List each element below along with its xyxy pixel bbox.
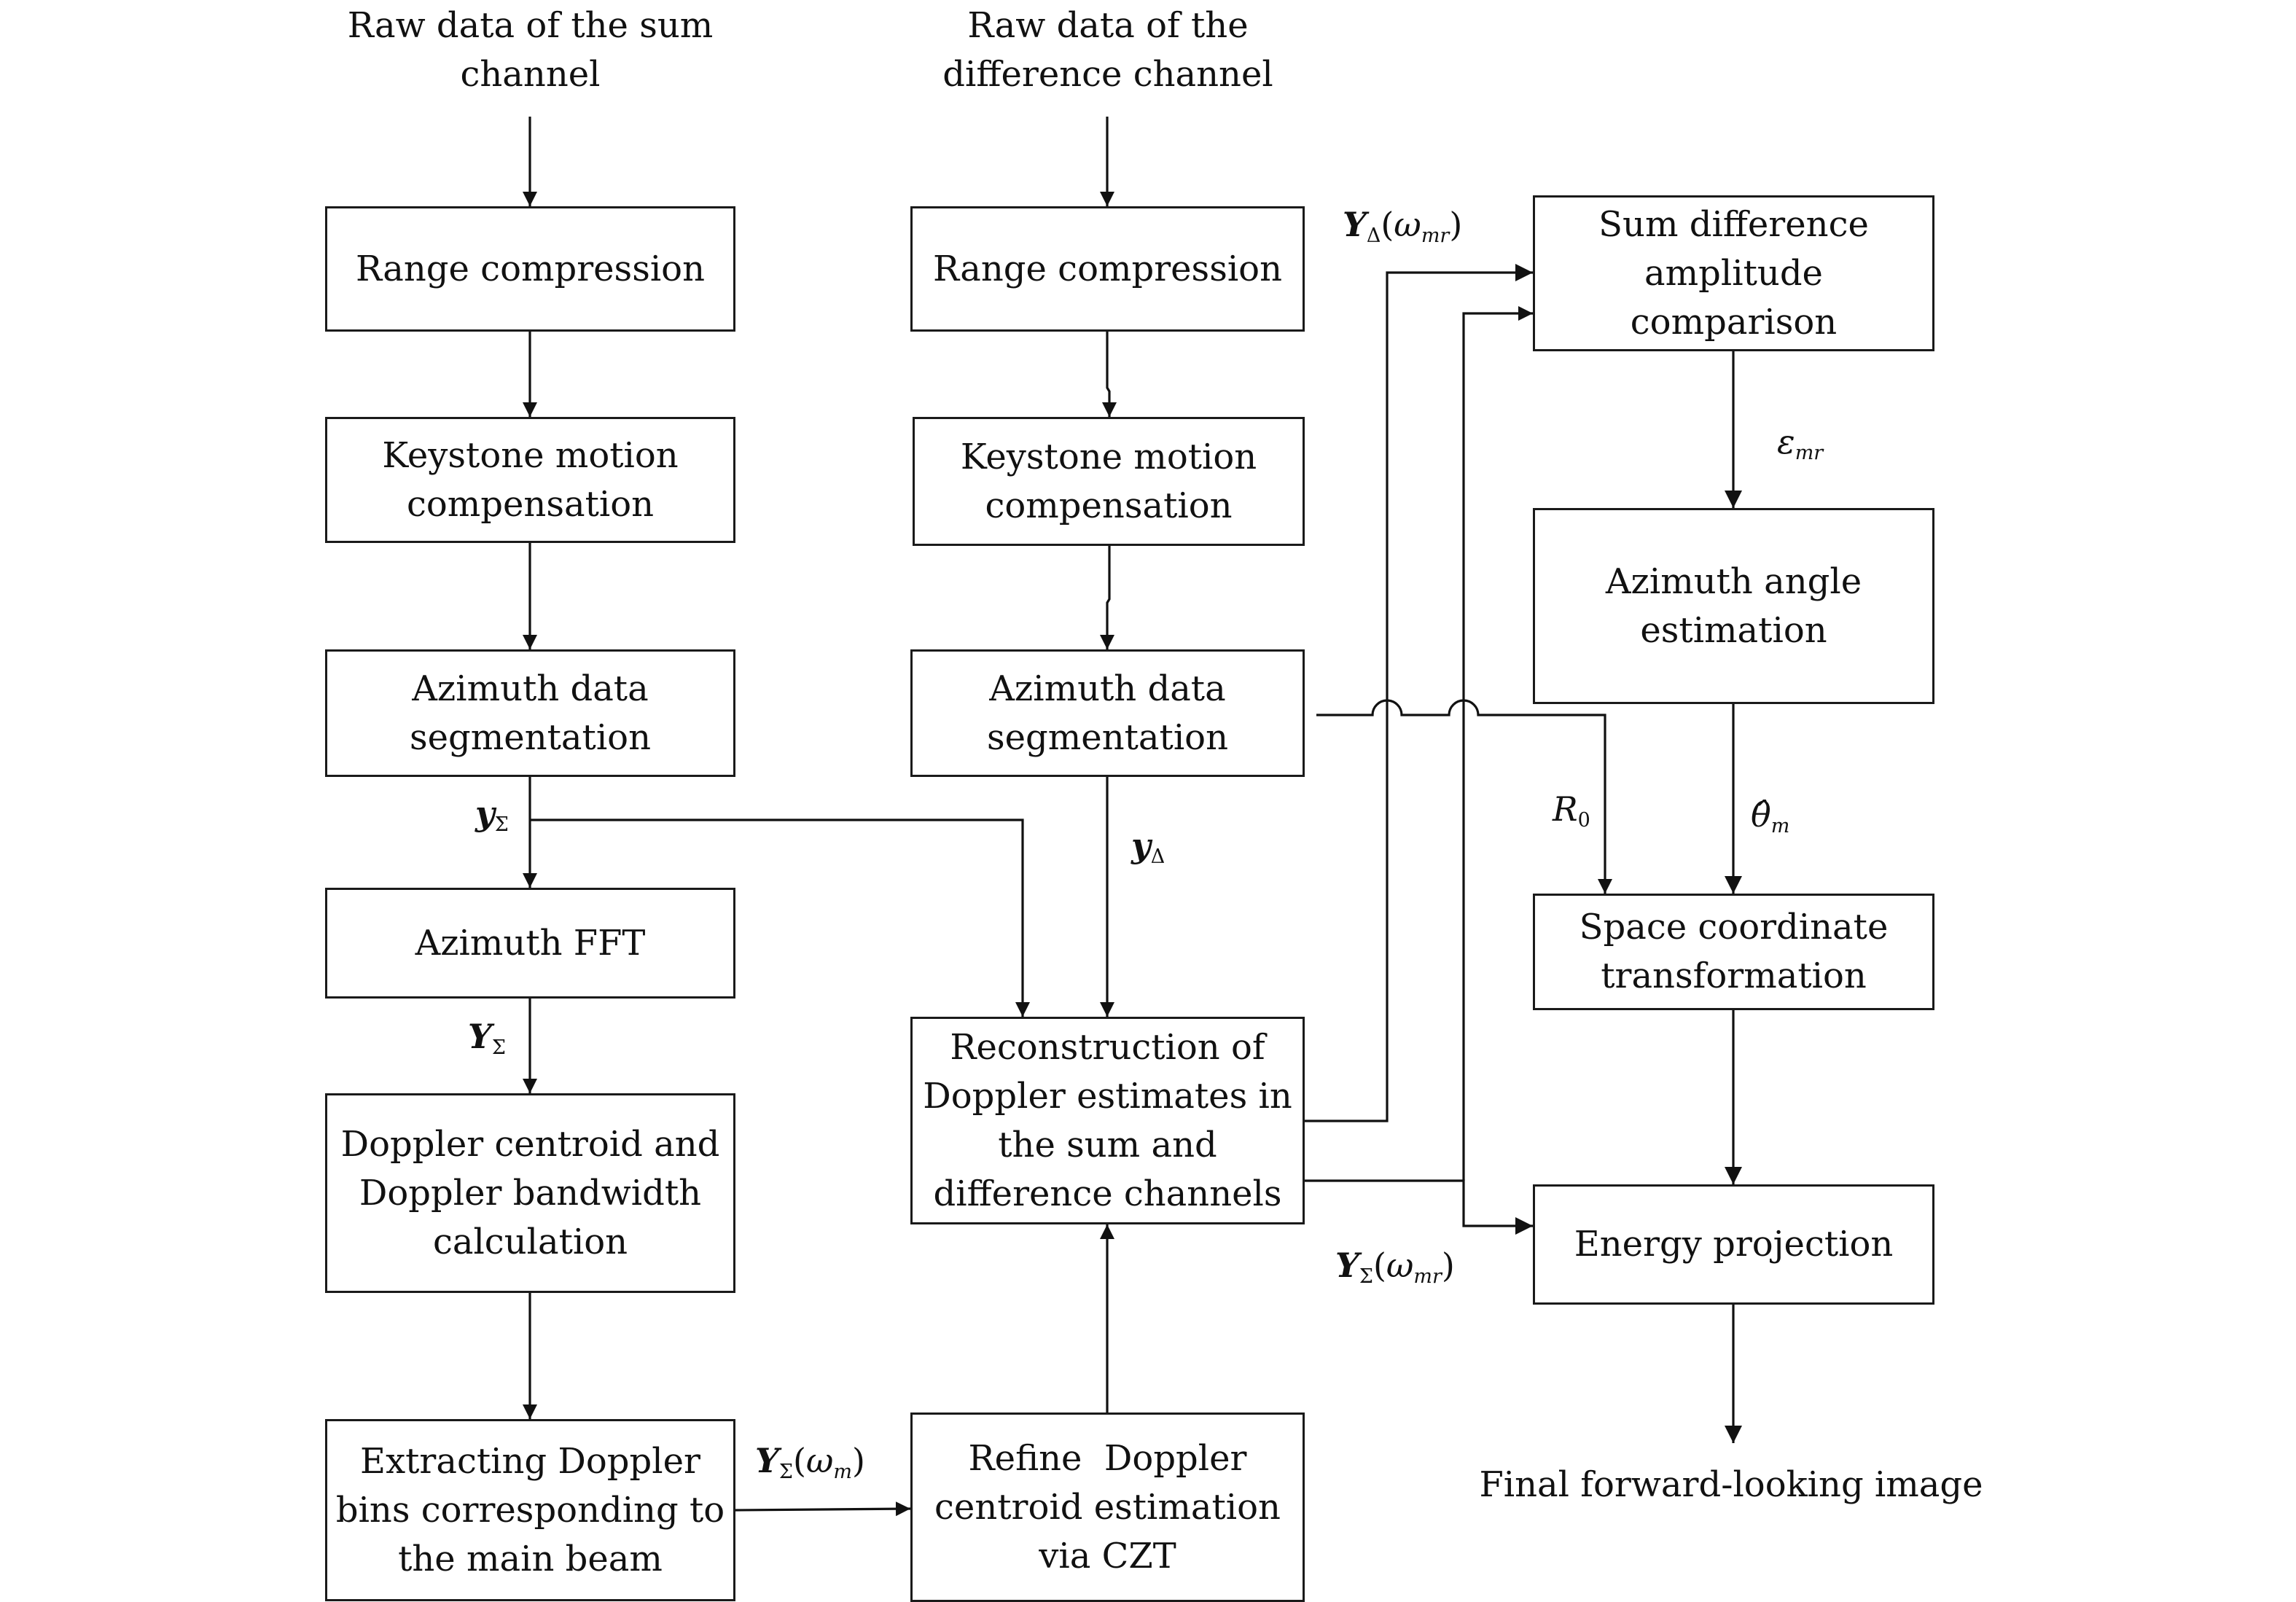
arrow-extract-to-refine <box>735 1501 911 1517</box>
Y-sigma-omega-mr-subscript: Σ <box>1359 1265 1373 1288</box>
Y-delta-omega-mr-subscript: Δ <box>1366 224 1381 247</box>
arrow-r0-to-space-transform <box>1316 699 1612 894</box>
refine-czt-box: Refine Doppler centroid estimation via C… <box>910 1413 1305 1602</box>
Y-sigma-omega-m-symbol: YΣ(ωm) <box>755 1441 865 1483</box>
extract-bins-label: Extracting Doppler bins corresponding to… <box>335 1440 725 1579</box>
diff-range-compression-box: Range compression <box>910 206 1305 332</box>
diff-keystone-label: Keystone motion compensation <box>960 436 1257 526</box>
diff-keystone-box: Keystone motion compensation <box>913 417 1305 546</box>
theta-m-hat-symbol: θ̂m <box>1751 795 1790 837</box>
Y-sigma-omega-m-subscript: Σ <box>778 1461 793 1483</box>
arrow-y-sigma-to-reconstruction <box>530 818 1030 1017</box>
y-delta-subscript: Δ <box>1150 845 1165 868</box>
arrow-diff-keystone-to-segmentation <box>1100 546 1114 649</box>
y-delta-symbol: yΔ <box>1131 826 1165 868</box>
reconstruction-box: Reconstruction of Doppler estimates in t… <box>910 1017 1305 1224</box>
sum-range-compression-label: Range compression <box>356 248 705 289</box>
diff-azimuth-segmentation-label: Azimuth data segmentation <box>987 668 1228 758</box>
space-transform-label: Space coordinate transformation <box>1579 907 1889 996</box>
sum-keystone-label: Keystone motion compensation <box>382 434 679 525</box>
Y-delta-omega-mr-symbol: YΔ(ωmr) <box>1343 205 1463 247</box>
epsilon-mr-symbol: εmr <box>1777 422 1824 464</box>
epsilon-mr-subscript: mr <box>1795 442 1824 464</box>
arrow-y-sigma-omega-to-energy <box>1305 1179 1533 1235</box>
extract-bins-box: Extracting Doppler bins corresponding to… <box>325 1419 735 1601</box>
sum-azimuth-segmentation-label: Azimuth data segmentation <box>410 668 651 758</box>
theta-m-subscript: m <box>1770 815 1790 837</box>
sum-azimuth-segmentation-box: Azimuth data segmentation <box>325 649 735 777</box>
arrow-y-sigma-omega-to-comparison <box>1462 306 1533 1181</box>
azimuth-angle-box: Azimuth angle estimation <box>1533 508 1934 704</box>
doppler-calc-box: Doppler centroid and Doppler bandwidth c… <box>325 1093 735 1293</box>
Y-sigma-symbol: YΣ <box>468 1017 506 1059</box>
amplitude-comparison-box: Sum difference amplitude comparison <box>1533 195 1934 351</box>
doppler-calc-label: Doppler centroid and Doppler bandwidth c… <box>340 1123 720 1262</box>
sum-azimuth-fft-box: Azimuth FFT <box>325 888 735 999</box>
Y-sigma-omega-mr-symbol: YΣ(ωmr) <box>1335 1246 1455 1288</box>
amplitude-comparison-label: Sum difference amplitude comparison <box>1598 203 1869 343</box>
arrow-y-delta-omega-to-comparison <box>1305 264 1533 1122</box>
sum-keystone-box: Keystone motion compensation <box>325 417 735 543</box>
refine-czt-label: Refine Doppler centroid estimation via C… <box>934 1437 1292 1576</box>
energy-projection-box: Energy projection <box>1533 1184 1934 1305</box>
azimuth-angle-label: Azimuth angle estimation <box>1605 560 1862 651</box>
y-sigma-symbol: yΣ <box>475 794 509 836</box>
energy-projection-label: Energy projection <box>1574 1224 1894 1265</box>
diff-azimuth-segmentation-box: Azimuth data segmentation <box>910 649 1305 777</box>
diff-raw-data-label: Raw data of the difference channel <box>942 5 1273 95</box>
final-output-label: Final forward-looking image <box>1479 1464 1983 1505</box>
R0-symbol: R0 <box>1553 789 1590 832</box>
Y-sigma-subscript: Σ <box>491 1036 506 1059</box>
sum-azimuth-fft-label: Azimuth FFT <box>415 922 646 964</box>
y-sigma-subscript: Σ <box>494 813 509 836</box>
arrow-diff-range-to-keystone <box>1102 332 1117 417</box>
sum-raw-data-label: Raw data of the sum channel <box>347 5 714 95</box>
reconstruction-label: Reconstruction of Doppler estimates in t… <box>923 1026 1292 1214</box>
space-transform-box: Space coordinate transformation <box>1533 894 1934 1010</box>
sum-range-compression-box: Range compression <box>325 206 735 332</box>
R0-subscript: 0 <box>1577 809 1590 832</box>
diff-range-compression-label: Range compression <box>933 248 1282 289</box>
